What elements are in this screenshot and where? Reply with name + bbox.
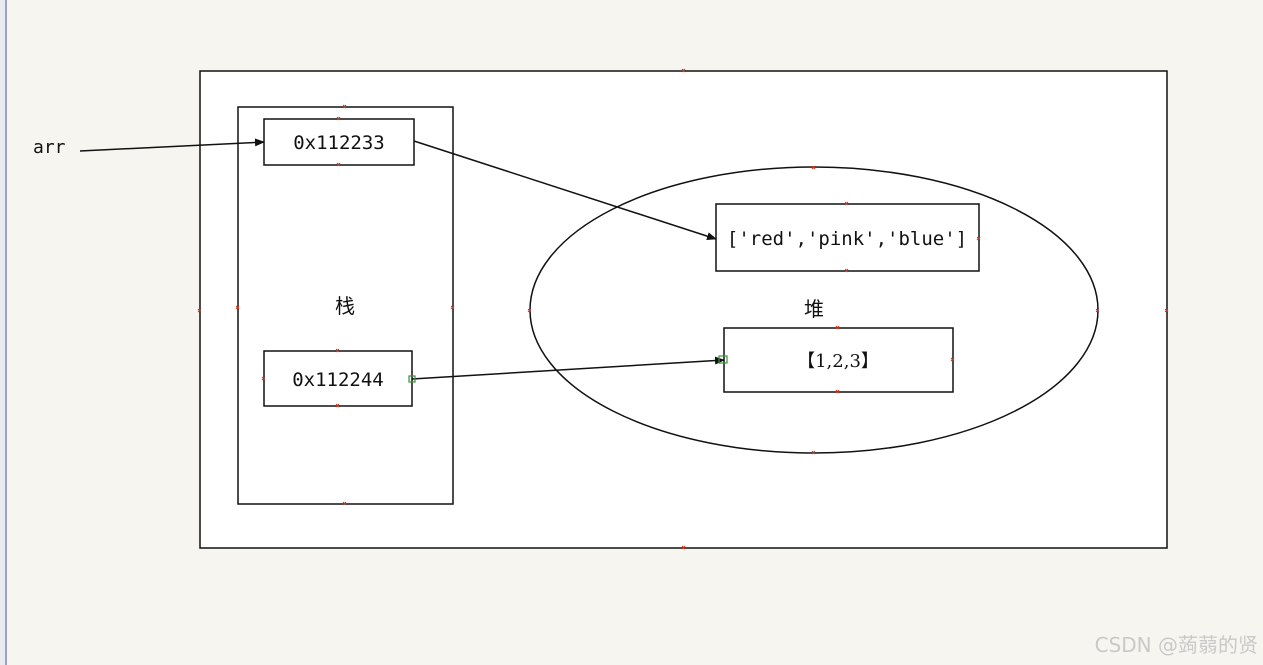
handle-mark: [844, 201, 849, 206]
handle-mark: [835, 325, 840, 330]
handle-mark: [527, 308, 532, 313]
handle-mark: [1164, 308, 1169, 313]
arrow-stack1-to-heap1[interactable]: [413, 140, 717, 241]
handle-mark: [335, 403, 340, 408]
handle-mark: [950, 357, 955, 362]
handle-mark: [811, 165, 816, 170]
stack-label: 栈: [335, 294, 355, 318]
heap-object-1-text: ['red','pink','blue']: [727, 228, 967, 250]
arrow-arr-to-stack[interactable]: [79, 138, 265, 152]
handle-mark: [342, 501, 347, 506]
connector-end-handle[interactable]: [718, 355, 728, 364]
handle-mark: [336, 116, 341, 121]
stack-address-2: 0x112244: [292, 369, 384, 391]
handle-mark: [261, 376, 266, 381]
handle-mark: [844, 268, 849, 273]
handle-mark: [976, 236, 981, 241]
selection-handles: [197, 68, 1169, 550]
variable-label-arr: arr: [33, 137, 66, 158]
handle-mark: [811, 450, 816, 455]
handle-mark: [681, 545, 686, 550]
left-edge-bar: [0, 0, 7, 665]
handle-mark: [450, 305, 455, 310]
stack-cell-2[interactable]: [263, 350, 413, 407]
handle-mark: [342, 104, 347, 109]
connector-start-handle[interactable]: [408, 375, 416, 383]
handle-mark: [197, 308, 202, 313]
stack-address-1: 0x112233: [293, 132, 385, 154]
handle-mark: [681, 68, 686, 73]
handle-mark: [335, 348, 340, 353]
handle-mark: [835, 389, 840, 394]
handle-mark: [336, 162, 341, 167]
handle-mark: [235, 305, 240, 310]
arrow-stack2-to-heap2[interactable]: [411, 356, 725, 380]
handle-mark: [1095, 308, 1100, 313]
heap-label: 堆: [804, 297, 824, 321]
watermark: CSDN @蒟蒻的贤: [1095, 633, 1258, 657]
heap-object-2-text: 【1,2,3】: [797, 351, 879, 372]
